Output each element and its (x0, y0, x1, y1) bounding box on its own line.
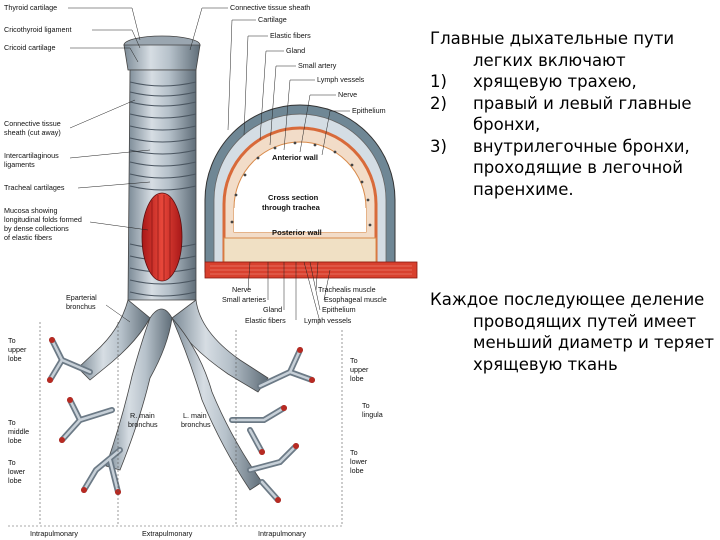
label-left-lower: lower (8, 467, 26, 476)
label-right-upper-to: To (350, 356, 358, 365)
label-tracheal-cartilages: Tracheal cartilages (4, 183, 65, 192)
label-right-lower-to: To (350, 448, 358, 457)
leader-lines (68, 7, 350, 323)
label-lymph-vessels: Lymph vessels (317, 75, 365, 84)
label-cricothyroid-ligament: Cricothyroid ligament (4, 25, 72, 34)
label-left-middle: middle (8, 427, 29, 436)
top-labels: Connective tissue sheath Cartilage Elast… (230, 3, 386, 115)
list-number: 3) (430, 136, 447, 156)
list-item: 3) внутрилегочные бронхи, проходящие в ле… (430, 136, 715, 201)
label-lingula-to: To (362, 401, 370, 410)
label-trachealis-muscle: Trachealis muscle (318, 285, 376, 294)
intro-paragraph: Главные дыхательные пути легких включают (430, 29, 675, 70)
label-l-main-bronchus: bronchus (181, 420, 211, 429)
cross-section-labels: Anterior wall Cross section through trac… (262, 153, 322, 237)
label-r-main: R. main (130, 411, 155, 420)
label-intrapulmonary-left: Intrapulmonary (30, 529, 78, 538)
label-interc-line2: ligaments (4, 160, 35, 169)
list-number: 2) (430, 93, 447, 113)
label-left-lower-lobe: lobe (8, 476, 22, 485)
division-text: Каждое последующее деление проводящих пу… (430, 289, 715, 375)
label-sheath-line1: Connective tissue (4, 119, 61, 128)
label-r-main-bronchus: bronchus (128, 420, 158, 429)
list-text: хрящевую трахею, (473, 72, 637, 91)
list-text: правый и левый главные бронхи, (473, 93, 692, 135)
label-elastic-bottom: Elastic fibers (245, 316, 286, 325)
label-mucosa-line2: longitudinal folds formed (4, 215, 82, 224)
label-mucosa-line4: of elastic fibers (4, 233, 52, 242)
list-item: 1) хрящевую трахею, (430, 71, 715, 93)
left-labels: Thyroid cartilage Cricothyroid ligament … (4, 3, 97, 311)
label-right-upper-lobe: lobe (350, 374, 364, 383)
list-item: 2) правый и левый главные бронхи, (430, 93, 715, 136)
label-gland-bottom: Gland (263, 305, 282, 314)
region-brackets (8, 322, 343, 527)
bronchus-labels: R. main bronchus L. main bronchus (128, 411, 211, 429)
label-thyroid-cartilage: Thyroid cartilage (4, 3, 57, 12)
lobe-labels-left: To upper lobe To middle lobe To lower lo… (8, 336, 29, 485)
trachea-illustration (47, 35, 315, 503)
label-anterior-wall: Anterior wall (272, 153, 318, 162)
label-interc-line1: Intercartilaginous (4, 151, 59, 160)
label-elastic-fibers: Elastic fibers (270, 31, 311, 40)
label-left-upper-to: To (8, 336, 16, 345)
label-cricoid-cartilage: Cricoid cartilage (4, 43, 56, 52)
label-mucosa-line1: Mucosa showing (4, 206, 58, 215)
label-sheath-line2: sheath (cut away) (4, 128, 61, 137)
label-left-middle-lobe: lobe (8, 436, 22, 445)
label-cross-title-2: through trachea (262, 203, 321, 212)
label-right-lower: lower (350, 457, 368, 466)
label-left-lower-to: To (8, 458, 16, 467)
label-small-arteries: Small arteries (222, 295, 266, 304)
airways-list: 1) хрящевую трахею, 2) правый и левый глав… (430, 71, 715, 200)
label-left-upper-lobe: lobe (8, 354, 22, 363)
label-eparterial-line1: Eparterial (66, 293, 97, 302)
trachea-bronchi-diagram: Thyroid cartilage Cricothyroid ligament … (4, 3, 418, 538)
label-left-upper: upper (8, 345, 27, 354)
list-number: 1) (430, 72, 447, 91)
label-l-main: L. main (183, 411, 207, 420)
label-lingula: lingula (362, 410, 383, 419)
label-lymph-bottom: Lymph vessels (304, 316, 352, 325)
lobe-labels-right: To upper lobe To lingula To lower lobe (350, 356, 383, 475)
region-labels: Intrapulmonary Extrapulmonary Intrapulmo… (30, 529, 306, 538)
label-eparterial-line2: bronchus (66, 302, 96, 311)
label-small-artery: Small artery (298, 61, 337, 70)
label-cross-title-1: Cross section (268, 193, 319, 202)
list-text: внутрилегочные бронхи, проходящие в лего… (473, 136, 690, 199)
label-nerve-bottom: Nerve (232, 285, 251, 294)
label-nerve-top: Nerve (338, 90, 357, 99)
label-cartilage: Cartilage (258, 15, 287, 24)
label-left-middle-to: To (8, 418, 16, 427)
label-right-upper: upper (350, 365, 369, 374)
label-epithelium-bottom: Epithelium (322, 305, 356, 314)
label-epithelium-top: Epithelium (352, 106, 386, 115)
label-right-lower-lobe: lobe (350, 466, 364, 475)
label-posterior-wall: Posterior wall (272, 228, 322, 237)
label-mucosa-line3: by dense collections (4, 224, 69, 233)
division-paragraph: Каждое последующее деление проводящих пу… (430, 290, 714, 374)
label-extrapulmonary: Extrapulmonary (142, 529, 193, 538)
label-esophageal-muscle: Esophageal muscle (324, 295, 387, 304)
cross-section-illustration (204, 104, 418, 279)
label-gland: Gland (286, 46, 305, 55)
label-connective-sheath: Connective tissue sheath (230, 3, 310, 12)
airways-text: Главные дыхательные пути легких включают… (430, 28, 715, 200)
bottom-labels: Nerve Small arteries Gland Elastic fiber… (222, 285, 387, 325)
label-intrapulmonary-right: Intrapulmonary (258, 529, 306, 538)
